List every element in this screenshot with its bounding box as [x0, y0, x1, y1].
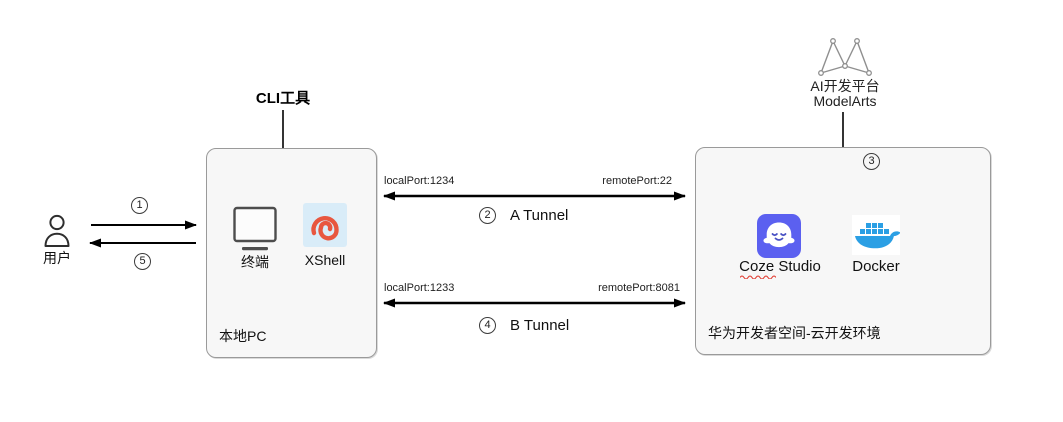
xshell-label: XShell: [304, 252, 346, 268]
tunnel-b-label: 4 B Tunnel: [479, 317, 569, 334]
spellcheck-squiggle: [740, 275, 776, 279]
tunnel-b-remote-port: remotePort:8081: [598, 282, 680, 294]
local-pc-box: 本地PC: [206, 148, 377, 358]
modelarts-icon: [818, 38, 872, 76]
cli-tool-label: CLI工具: [255, 90, 311, 107]
user-icon: [44, 214, 70, 247]
xshell-icon: [303, 203, 347, 247]
cloud-env-title: 华为开发者空间-云开发环境: [708, 325, 881, 341]
step-1-badge: 1: [131, 197, 148, 214]
modelarts-caption: AI开发平台 ModelArts: [785, 79, 905, 109]
tunnel-b-name: B Tunnel: [510, 317, 570, 334]
docker-label: Docker: [852, 258, 900, 275]
terminal-label: 终端: [241, 254, 269, 270]
cloud-env-box: 华为开发者空间-云开发环境: [695, 147, 991, 355]
user-label: 用户: [43, 250, 71, 266]
step-4-badge: 4: [479, 317, 496, 334]
modelarts-name: ModelArts: [813, 93, 877, 109]
tunnel-a-local-port: localPort:1234: [384, 175, 455, 187]
modelarts-platform: AI开发平台: [810, 78, 880, 94]
tunnel-a-label: 2 A Tunnel: [479, 207, 568, 224]
step-3-badge: 3: [863, 153, 880, 170]
local-pc-title: 本地PC: [219, 328, 267, 344]
step-5-badge: 5: [134, 253, 151, 270]
terminal-icon: [233, 206, 277, 251]
coze-studio-label: Coze Studio: [739, 258, 821, 275]
tunnel-a-name: A Tunnel: [510, 207, 569, 224]
step-2-badge: 2: [479, 207, 496, 224]
tunnel-a-remote-port: remotePort:22: [602, 175, 672, 187]
docker-icon: [852, 215, 900, 255]
tunnel-b-local-port: localPort:1233: [384, 282, 455, 294]
coze-studio-icon: [757, 214, 801, 258]
